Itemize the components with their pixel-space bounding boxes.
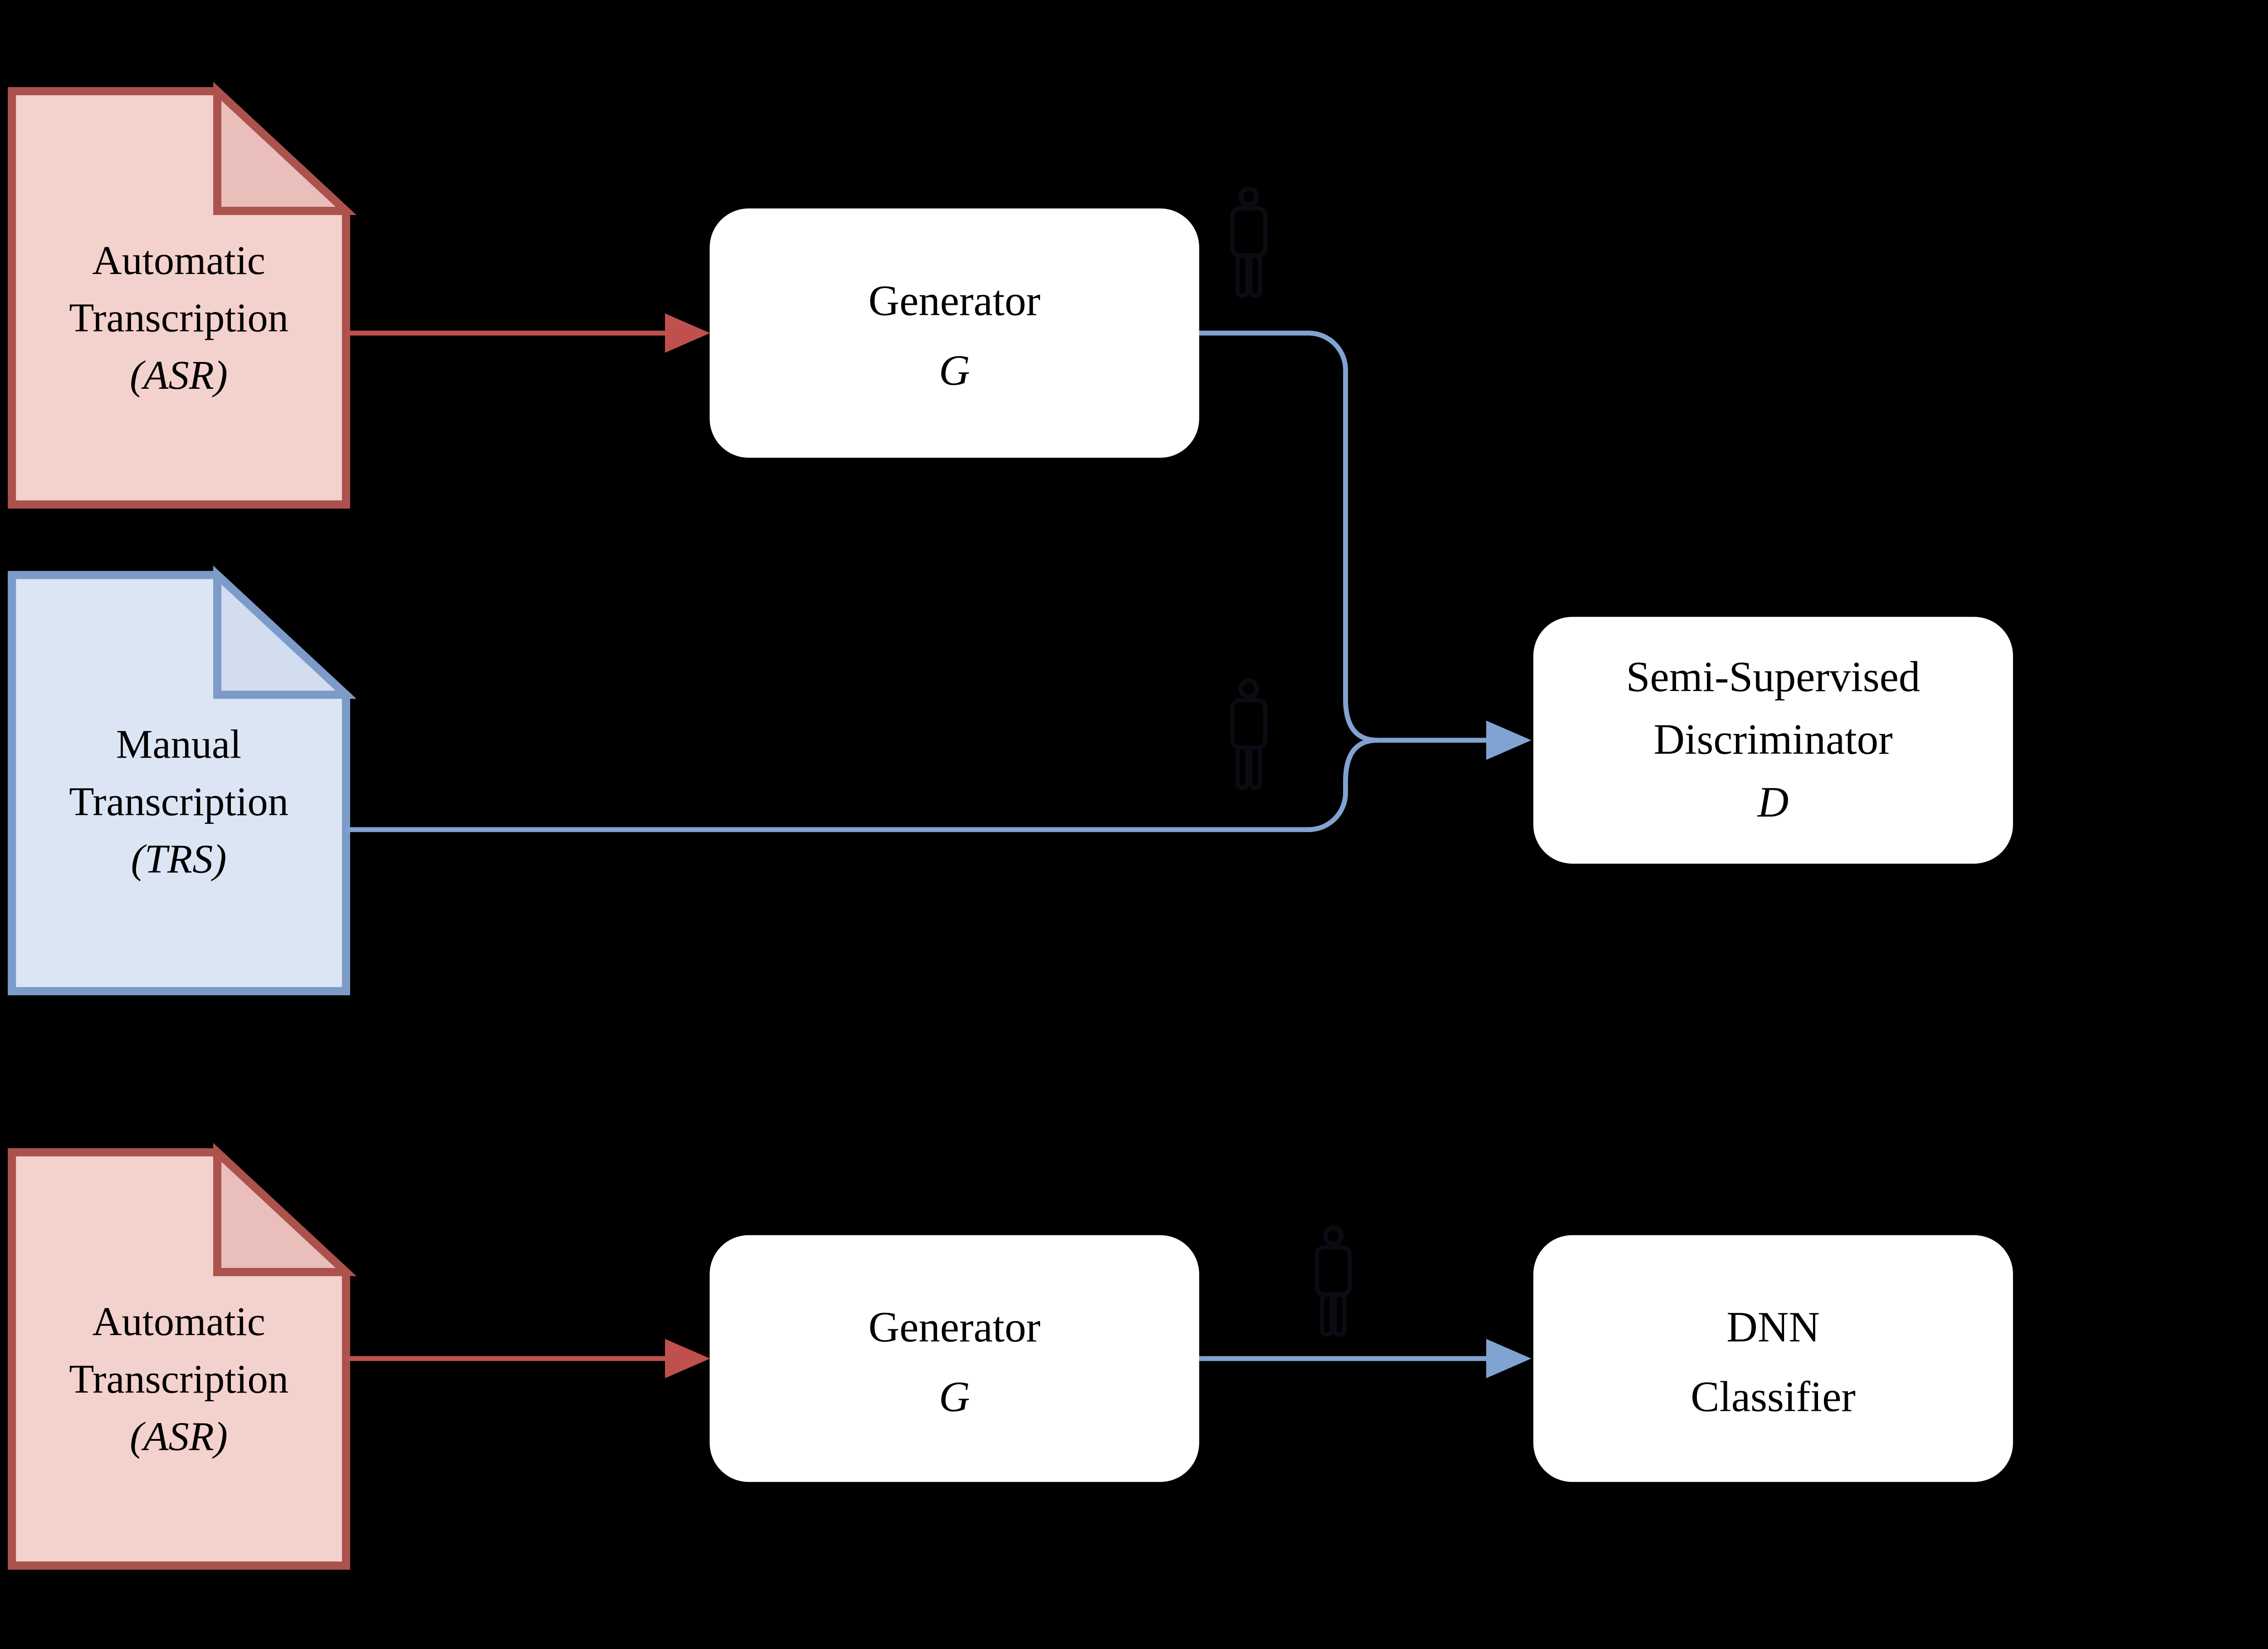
document-fold-corner-icon bbox=[213, 565, 357, 699]
person-head bbox=[1238, 186, 1259, 207]
document-label-line: Transcription bbox=[69, 1356, 288, 1402]
node-box-shape bbox=[1533, 617, 2013, 864]
arrow-asr-bottom-to-generator bbox=[346, 1339, 710, 1379]
document-label-line: Transcription bbox=[69, 778, 288, 824]
document-label-line: Manual bbox=[116, 721, 241, 767]
person-leg-left bbox=[1235, 745, 1250, 790]
person-leg-left bbox=[1320, 1292, 1334, 1337]
arrowhead-icon bbox=[1486, 720, 1531, 760]
node-box-shape bbox=[1533, 1235, 2013, 1482]
document-asr-top: Automatic Transcription (ASR) bbox=[8, 82, 357, 509]
person-torso bbox=[1230, 698, 1268, 750]
node-label-line: Discriminator bbox=[1654, 715, 1893, 763]
document-fold-corner-icon bbox=[213, 1143, 357, 1277]
arrowhead-icon bbox=[665, 313, 710, 353]
document-label-line: (ASR) bbox=[130, 352, 228, 398]
node-label-line: Semi-Supervised bbox=[1626, 652, 1920, 700]
node-box-shape bbox=[709, 208, 1199, 458]
arrowhead-icon bbox=[1486, 1339, 1531, 1379]
node-label-line: Generator bbox=[868, 1303, 1040, 1351]
node-dnn-classifier: DNN Classifier bbox=[1533, 1235, 2013, 1482]
person-head bbox=[1238, 678, 1259, 700]
document-trs: Manual Transcription (TRS) bbox=[8, 565, 357, 995]
person-icon bbox=[1314, 1225, 1352, 1337]
person-torso bbox=[1230, 206, 1268, 258]
person-icon bbox=[1230, 678, 1268, 790]
node-label-line: D bbox=[1757, 778, 1789, 826]
connector-trs-to-merge bbox=[346, 738, 1378, 832]
node-label-line: Generator bbox=[868, 276, 1040, 324]
arrow-generator-to-dnn bbox=[1199, 1339, 1531, 1379]
arrow-asr-top-to-generator bbox=[346, 313, 710, 353]
document-fold-corner-icon bbox=[213, 82, 357, 215]
arrowhead-icon bbox=[665, 1339, 710, 1379]
node-label-line: G bbox=[939, 346, 970, 394]
node-label-line: Classifier bbox=[1691, 1372, 1856, 1420]
document-label-line: (TRS) bbox=[131, 836, 227, 882]
document-label-line: (ASR) bbox=[130, 1413, 228, 1459]
person-leg-right bbox=[1248, 745, 1262, 790]
node-discriminator: Semi-Supervised Discriminator D bbox=[1533, 617, 2013, 864]
document-label-line: Automatic bbox=[92, 1298, 265, 1344]
person-leg-left bbox=[1235, 253, 1250, 298]
person-leg-right bbox=[1332, 1292, 1347, 1337]
connector-generator-to-merge bbox=[1199, 330, 1378, 743]
document-label-line: Automatic bbox=[92, 237, 265, 283]
node-generator-top: Generator G bbox=[709, 208, 1199, 458]
node-generator-bottom: Generator G bbox=[709, 1235, 1199, 1482]
node-box-shape bbox=[709, 1235, 1199, 1482]
person-leg-right bbox=[1248, 253, 1262, 298]
node-label-line: G bbox=[939, 1372, 970, 1420]
person-torso bbox=[1314, 1245, 1352, 1297]
document-label-line: Transcription bbox=[69, 295, 288, 341]
person-head bbox=[1323, 1225, 1344, 1246]
person-icon bbox=[1230, 186, 1268, 298]
node-label-line: DNN bbox=[1726, 1303, 1820, 1351]
arrow-merge-to-discriminator bbox=[1376, 720, 1531, 760]
document-asr-bottom: Automatic Transcription (ASR) bbox=[8, 1143, 357, 1570]
